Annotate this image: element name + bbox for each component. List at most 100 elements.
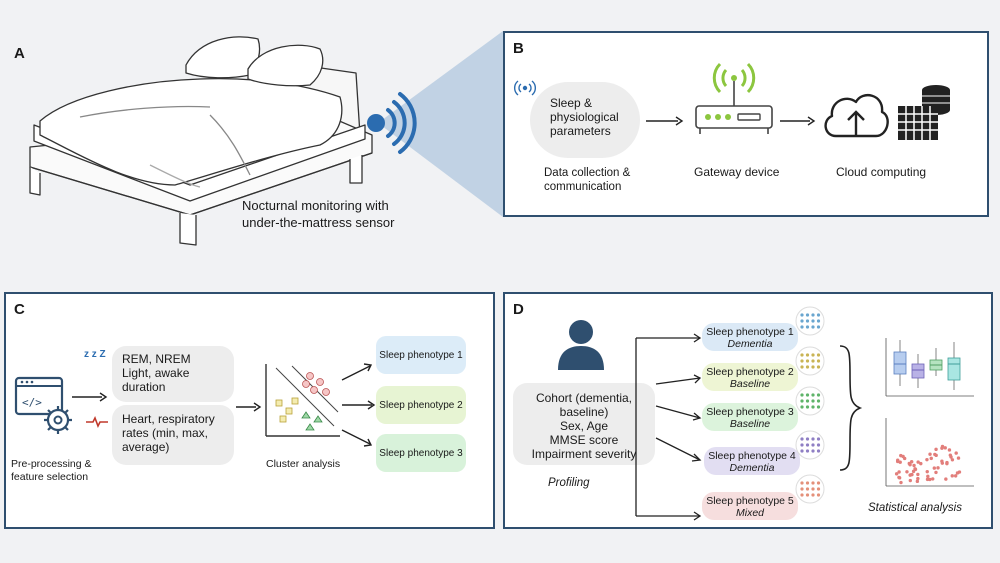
- scatter-point: [926, 474, 930, 479]
- d-phenotype-4: Sleep phenotype 4 Dementia: [704, 447, 800, 475]
- scatter-point: [897, 470, 901, 474]
- d-phenotype-5: Sleep phenotype 5 Mixed: [702, 492, 798, 520]
- preprocessing-label: Pre-processing & feature selection: [11, 458, 92, 484]
- phenotype-dot: [811, 481, 815, 485]
- phenotype-dot: [805, 487, 810, 491]
- phenotype-dot: [811, 393, 815, 397]
- gateway-router-icon: [695, 62, 773, 134]
- scatter-point: [919, 461, 923, 466]
- phenotype-dot: [805, 481, 810, 485]
- phenotype-dot: [800, 481, 804, 485]
- phenotype-dot: [800, 405, 804, 409]
- panel-d-letter: D: [513, 301, 524, 318]
- scatter-point: [907, 461, 911, 466]
- scatter-point: [953, 474, 958, 478]
- phenotype-dot: [816, 359, 821, 363]
- bubble-line-3: parameters: [550, 124, 611, 138]
- d-phenotype-5-name: Sleep phenotype 5: [706, 495, 794, 507]
- phenotype-dot: [800, 487, 804, 491]
- scatter-point: [956, 456, 961, 460]
- d-phenotype-4-name: Sleep phenotype 4: [708, 450, 796, 462]
- phenotype-dot: [816, 319, 821, 323]
- phenotype-dot: [811, 313, 815, 317]
- scatter-point: [949, 455, 953, 459]
- d-phenotype-2-name: Sleep phenotype 2: [706, 366, 794, 378]
- scatter-point: [925, 457, 929, 462]
- d-phenotype-1-sub: Dementia: [727, 338, 773, 350]
- d-phenotype-1-name: Sleep phenotype 1: [706, 326, 794, 338]
- cluster-analysis-label: Cluster analysis: [266, 458, 341, 470]
- arrow-pre-to-features: [72, 392, 108, 402]
- scatter-point: [912, 463, 916, 468]
- scatter-point: [950, 458, 955, 462]
- phenotype-dot: [816, 405, 821, 409]
- scatter-point: [954, 451, 958, 455]
- d-phenotype-5-sub: Mixed: [735, 507, 764, 519]
- scatter-chart: [885, 418, 974, 487]
- profiling-label: Profiling: [548, 477, 590, 489]
- phenotype-dot-icons: [795, 306, 825, 504]
- profile-branch-arrows: [635, 333, 702, 521]
- phenotype-dot: [800, 325, 804, 329]
- boxplot-chart: [885, 338, 974, 397]
- phenotype-dot: [811, 399, 815, 403]
- scatter-point: [897, 476, 902, 480]
- d-phenotype-3: Sleep phenotype 3 Baseline: [702, 403, 798, 431]
- scatter-point: [908, 478, 913, 483]
- phenotype-dot: [800, 493, 804, 497]
- pre-line-2: feature selection: [11, 471, 89, 483]
- scatter-point: [929, 456, 933, 461]
- phenotype-dot: [805, 443, 810, 447]
- d-phenotype-2-sub: Baseline: [729, 378, 771, 390]
- scatter-point: [933, 452, 937, 457]
- bubble-line-2: physiological: [550, 110, 619, 124]
- phenotype-dot: [800, 353, 804, 357]
- scatter-point: [905, 470, 909, 474]
- collection-line-1: Data collection &: [544, 167, 631, 179]
- phenotype-dot: [816, 365, 821, 369]
- heart-feature-line-2: rates (min, max,: [122, 426, 209, 440]
- panel-a-caption: Nocturnal monitoring with under-the-matt…: [242, 197, 394, 231]
- phenotype-dot: [811, 359, 815, 363]
- scatter-point: [925, 469, 929, 474]
- phenotype-1-box: Sleep phenotype 1: [376, 336, 466, 374]
- phenotype-dot: [805, 353, 810, 357]
- scatter-point: [936, 466, 940, 470]
- pre-line-1: Pre-processing &: [11, 458, 92, 470]
- phenotype-dot: [816, 399, 821, 403]
- phenotype-dot: [805, 493, 810, 497]
- phenotype-dot: [805, 399, 810, 403]
- person-icon: [558, 320, 604, 370]
- scatter-point: [916, 472, 920, 477]
- phenotype-dot: [805, 359, 810, 363]
- scatter-point: [898, 460, 902, 464]
- panel-c-letter: C: [14, 301, 25, 318]
- heart-features-box: Heart, respiratory rates (min, max, aver…: [112, 405, 234, 465]
- panel-a-letter: A: [14, 45, 25, 62]
- cohort-line-3: Sex, Age: [559, 419, 609, 433]
- cohort-line-5: Impairment severity: [531, 447, 637, 461]
- cluster-arrows: [341, 363, 376, 447]
- scatter-point: [909, 473, 913, 477]
- scatter-point: [896, 458, 900, 462]
- scatter-point: [943, 446, 947, 450]
- scatter-point: [934, 470, 938, 475]
- bed-illustration: [29, 36, 373, 246]
- phenotype-dot: [800, 359, 804, 363]
- cohort-profile-box: Cohort (dementia, baseline) Sex, Age MMS…: [513, 383, 655, 465]
- bubble-line-1: Sleep &: [550, 96, 593, 110]
- phenotype-dot: [805, 393, 810, 397]
- cohort-line-1: Cohort (dementia,: [535, 391, 633, 405]
- scatter-point: [899, 480, 903, 485]
- data-collection-label: Data collection & communication: [544, 166, 630, 194]
- scatter-point: [945, 460, 949, 465]
- scatter-point: [894, 472, 899, 476]
- scatter-point: [901, 454, 905, 459]
- arrow-to-gateway: [646, 116, 684, 126]
- phenotype-dot: [811, 493, 815, 497]
- phenotype-2-box: Sleep phenotype 2: [376, 386, 466, 424]
- scatter-point: [916, 460, 920, 464]
- d-phenotype-2: Sleep phenotype 2 Baseline: [702, 363, 798, 391]
